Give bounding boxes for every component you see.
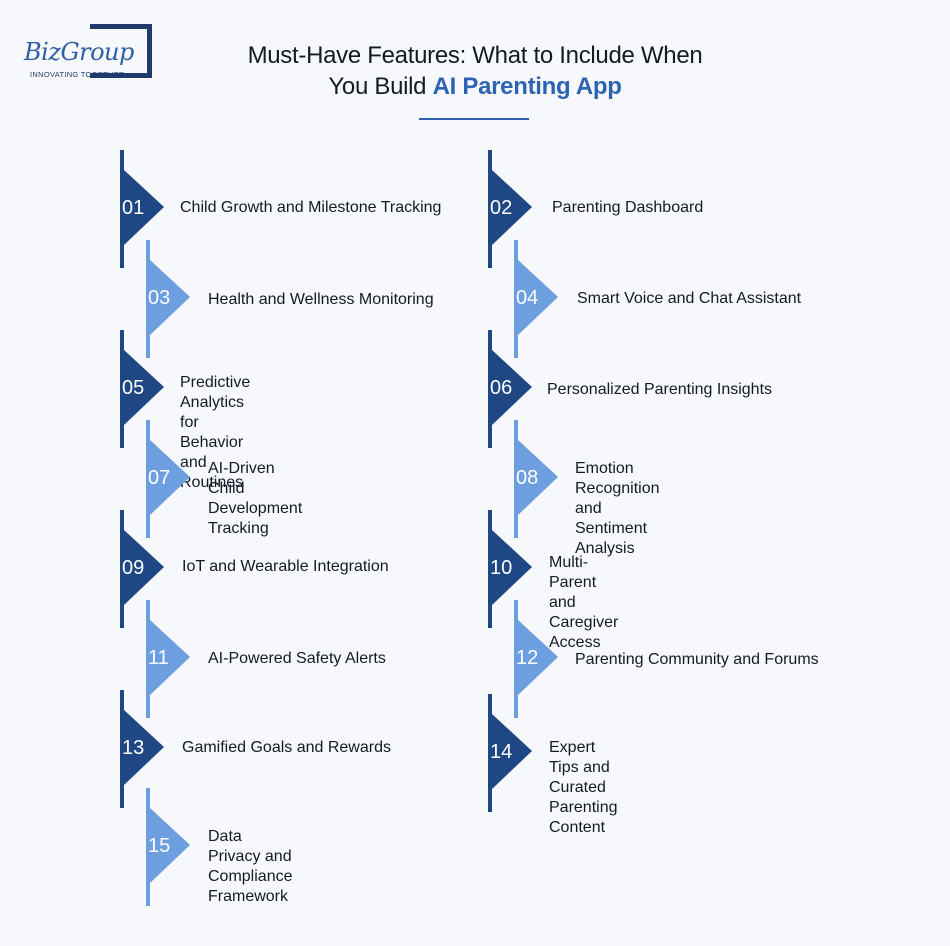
feature-number: 13 bbox=[122, 737, 145, 759]
feature-number: 08 bbox=[516, 467, 539, 489]
feature-number: 02 bbox=[490, 197, 513, 219]
chevron-shape bbox=[488, 150, 532, 268]
chevron-tab-icon bbox=[120, 330, 164, 448]
chevron-shape bbox=[146, 240, 190, 358]
feature-label: Predictive Analytics for Behavior and Ro… bbox=[180, 374, 251, 491]
feature-label: Personalized Parenting Insights bbox=[547, 381, 773, 398]
feature-number: 01 bbox=[122, 197, 145, 219]
chevron-shape bbox=[120, 690, 164, 808]
feature-label: Parenting Dashboard bbox=[552, 199, 704, 216]
feature-number: 04 bbox=[516, 287, 539, 309]
feature-label: Multi-Parent and Caregiver Access bbox=[549, 554, 619, 651]
chevron-shape bbox=[514, 600, 558, 718]
feature-label: Smart Voice and Chat Assistant bbox=[577, 290, 802, 307]
title-underline bbox=[419, 118, 529, 120]
feature-label: IoT and Wearable Integration bbox=[182, 558, 389, 575]
feature-number: 03 bbox=[148, 287, 171, 309]
chevron-shape bbox=[120, 150, 164, 268]
feature-label: Health and Wellness Monitoring bbox=[208, 291, 434, 308]
chevron-shape bbox=[146, 600, 190, 718]
chevron-tab-icon bbox=[488, 694, 532, 812]
chevron-tab-icon bbox=[146, 600, 190, 718]
feature-label: AI-Driven Child Development Tracking bbox=[208, 460, 303, 537]
title-highlight: AI Parenting App bbox=[432, 73, 622, 100]
chevron-tab-icon bbox=[146, 420, 190, 538]
feature-label: Expert Tips and Curated Parenting Conten… bbox=[549, 739, 618, 836]
chevron-shape bbox=[488, 510, 532, 628]
chevron-shape bbox=[120, 510, 164, 628]
chevron-tab-icon bbox=[120, 510, 164, 628]
title-line-1: Must-Have Features: What to Include When bbox=[247, 42, 703, 69]
chevron-shape bbox=[488, 694, 532, 812]
feature-number: 14 bbox=[490, 741, 513, 763]
chevron-tab-icon bbox=[120, 690, 164, 808]
chevron-tab-icon bbox=[120, 150, 164, 268]
feature-number: 12 bbox=[516, 647, 539, 669]
feature-label: Child Growth and Milestone Tracking bbox=[180, 199, 442, 216]
chevron-shape bbox=[120, 330, 164, 448]
chevron-shape bbox=[488, 330, 532, 448]
logo-frame-icon bbox=[90, 24, 152, 78]
chevron-tab-icon bbox=[146, 240, 190, 358]
chevron-tab-icon bbox=[514, 240, 558, 358]
feature-label: Parenting Community and Forums bbox=[575, 651, 819, 668]
feature-number: 10 bbox=[490, 557, 513, 579]
chevron-tab-icon bbox=[146, 788, 190, 906]
feature-label: Emotion Recognition and Sentiment Analys… bbox=[575, 460, 660, 557]
feature-number: 09 bbox=[122, 557, 145, 579]
feature-number: 05 bbox=[122, 377, 145, 399]
chevron-tab-icon bbox=[488, 150, 532, 268]
feature-number: 15 bbox=[148, 835, 171, 857]
chevron-shape bbox=[146, 788, 190, 906]
logo-tagline: INNOVATING TOGETHER bbox=[30, 70, 125, 79]
logo-word: BizGroup bbox=[24, 38, 134, 66]
chevron-tab-icon bbox=[488, 330, 532, 448]
title-line-2: You Build AI Parenting App bbox=[175, 71, 775, 102]
feature-label: Data Privacy and Compliance Framework bbox=[208, 828, 293, 905]
bizgroup-logo: BizGroup INNOVATING TOGETHER bbox=[22, 24, 162, 84]
feature-label: AI-Powered Safety Alerts bbox=[208, 650, 386, 667]
chevron-shape bbox=[514, 240, 558, 358]
chevron-tab-icon bbox=[514, 600, 558, 718]
page-title: Must-Have Features: What to Include When… bbox=[175, 40, 775, 102]
feature-number: 06 bbox=[490, 377, 513, 399]
chevron-tab-icon bbox=[488, 510, 532, 628]
chevron-shape bbox=[514, 420, 558, 538]
chevron-tab-icon bbox=[514, 420, 558, 538]
chevron-shape bbox=[146, 420, 190, 538]
feature-number: 07 bbox=[148, 467, 171, 489]
feature-label: Gamified Goals and Rewards bbox=[182, 739, 391, 756]
title-line-2-prefix: You Build bbox=[328, 73, 433, 100]
feature-number: 11 bbox=[148, 647, 169, 669]
